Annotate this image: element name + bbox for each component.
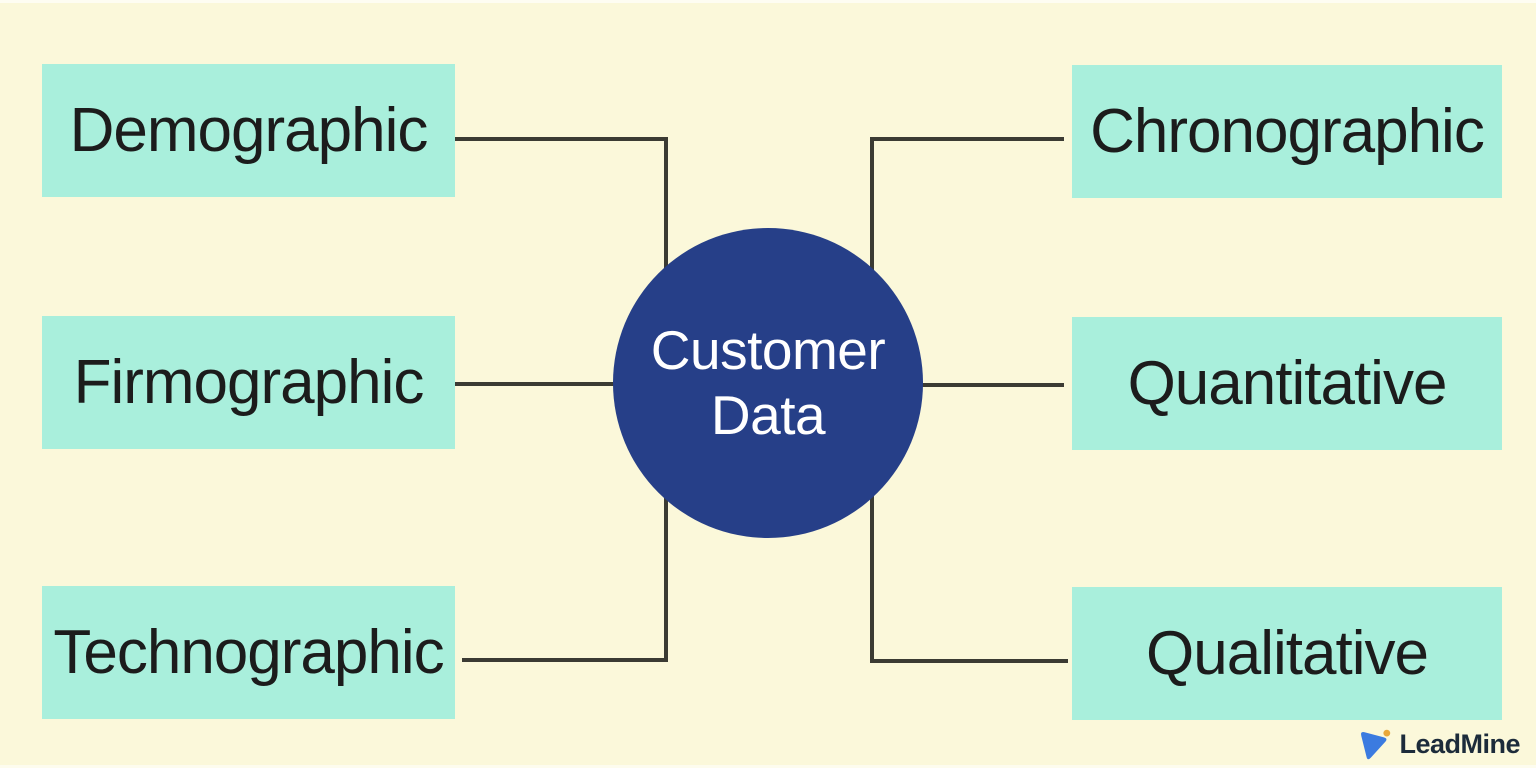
node-demographic-label: Demographic <box>69 96 429 165</box>
leadmine-logo: LeadMine <box>1358 726 1520 762</box>
node-technographic: Technographic <box>42 586 455 719</box>
center-label-line1: Customer <box>650 319 886 382</box>
node-qualitative: Qualitative <box>1072 587 1502 720</box>
node-quantitative-label: Quantitative <box>1127 349 1448 418</box>
node-firmographic-label: Firmographic <box>73 348 425 417</box>
node-quantitative: Quantitative <box>1072 317 1502 450</box>
node-firmographic: Firmographic <box>42 316 455 449</box>
node-demographic: Demographic <box>42 64 455 197</box>
node-chronographic-label: Chronographic <box>1090 97 1485 166</box>
center-label-line2: Data <box>710 384 826 446</box>
leadmine-logo-text: LeadMine <box>1399 728 1520 759</box>
center-node-customer-data: Customer Data <box>613 228 923 538</box>
node-chronographic: Chronographic <box>1072 65 1502 198</box>
leadmine-triangle-icon <box>1361 729 1391 760</box>
node-technographic-label: Technographic <box>53 618 444 687</box>
node-qualitative-label: Qualitative <box>1146 619 1429 688</box>
